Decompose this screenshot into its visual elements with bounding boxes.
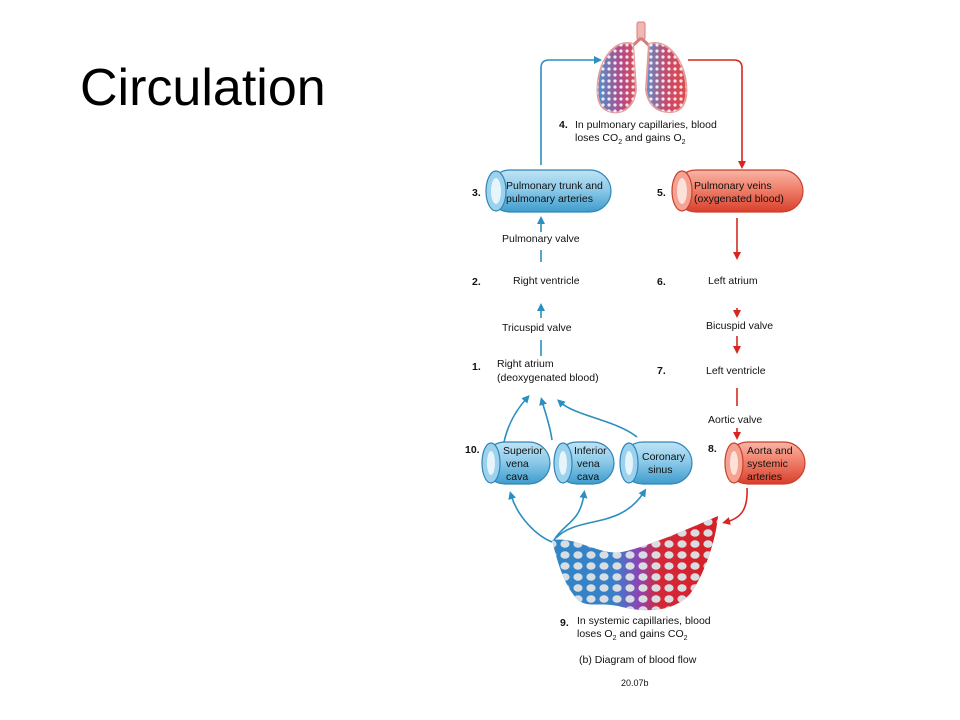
right-atrium-label-1: Right atrium	[497, 358, 554, 370]
pulmonary-trunk-label-2: pulmonary arteries	[506, 193, 593, 205]
right-atrium-label-2: (deoxygenated blood)	[497, 372, 599, 384]
aortic-valve-label: Aortic valve	[708, 414, 762, 426]
left-ventricle-label: Left ventricle	[706, 365, 766, 377]
step-number-6: 6.	[657, 276, 666, 288]
systemic-capillary-bed	[552, 516, 718, 611]
aorta-vessel	[724, 441, 806, 485]
step-number-5: 5.	[657, 187, 666, 199]
slide-title: Circulation	[80, 59, 326, 117]
step-number-10: 10.	[465, 444, 480, 456]
aorta-label-3: arteries	[747, 471, 782, 483]
step-number-7: 7.	[657, 365, 666, 377]
inferior-vena-cava-label-3: cava	[577, 471, 599, 483]
step-number-8: 8.	[708, 443, 717, 455]
figure-id: 20.07b	[621, 678, 649, 688]
coronary-sinus-label-2: sinus	[648, 464, 673, 476]
step-number-1: 1.	[472, 361, 481, 373]
pulmonary-veins-label-1: Pulmonary veins	[694, 180, 772, 192]
pulmonary-valve-label: Pulmonary valve	[502, 233, 580, 245]
superior-vena-cava-vessel	[481, 441, 551, 485]
pulmonary-capillaries-label-1: In pulmonary capillaries, blood	[575, 119, 717, 131]
tricuspid-valve-label: Tricuspid valve	[502, 322, 572, 334]
systemic-capillaries-label-1: In systemic capillaries, blood	[577, 615, 711, 627]
step-number-4: 4.	[559, 119, 568, 131]
superior-vena-cava-label-1: Superior	[503, 445, 543, 457]
inferior-vena-cava-vessel	[553, 441, 615, 485]
lungs-illustration	[596, 21, 688, 114]
right-ventricle-label: Right ventricle	[513, 275, 580, 287]
systemic-capillaries-label-2: loses O2 and gains CO2	[577, 628, 688, 642]
step-number-9: 9.	[560, 617, 569, 629]
pulmonary-trunk-label-1: Pulmonary trunk and	[506, 180, 603, 192]
coronary-sinus-label-1: Coronary	[642, 451, 686, 463]
pulmonary-trunk-vessel	[485, 169, 612, 213]
left-atrium-label: Left atrium	[708, 275, 758, 287]
coronary-sinus-vessel	[619, 441, 693, 485]
step-number-3: 3.	[472, 187, 481, 199]
superior-vena-cava-label-2: vena	[506, 458, 529, 470]
pulmonary-veins-label-2: (oxygenated blood)	[694, 193, 784, 205]
step-number-2: 2.	[472, 276, 481, 288]
oxygenated-flow	[688, 59, 748, 525]
figure-caption: (b) Diagram of blood flow	[579, 654, 697, 666]
inferior-vena-cava-label-2: vena	[577, 458, 600, 470]
inferior-vena-cava-label-1: Inferior	[574, 445, 607, 457]
aorta-label-2: systemic	[747, 458, 788, 470]
bicuspid-valve-label: Bicuspid valve	[706, 320, 773, 332]
pulmonary-capillaries-label-2: loses CO2 and gains O2	[575, 132, 686, 146]
superior-vena-cava-label-3: cava	[506, 471, 528, 483]
deoxygenated-flow	[503, 56, 647, 543]
pulmonary-veins-vessel	[671, 169, 804, 213]
aorta-label-1: Aorta and	[747, 445, 793, 457]
